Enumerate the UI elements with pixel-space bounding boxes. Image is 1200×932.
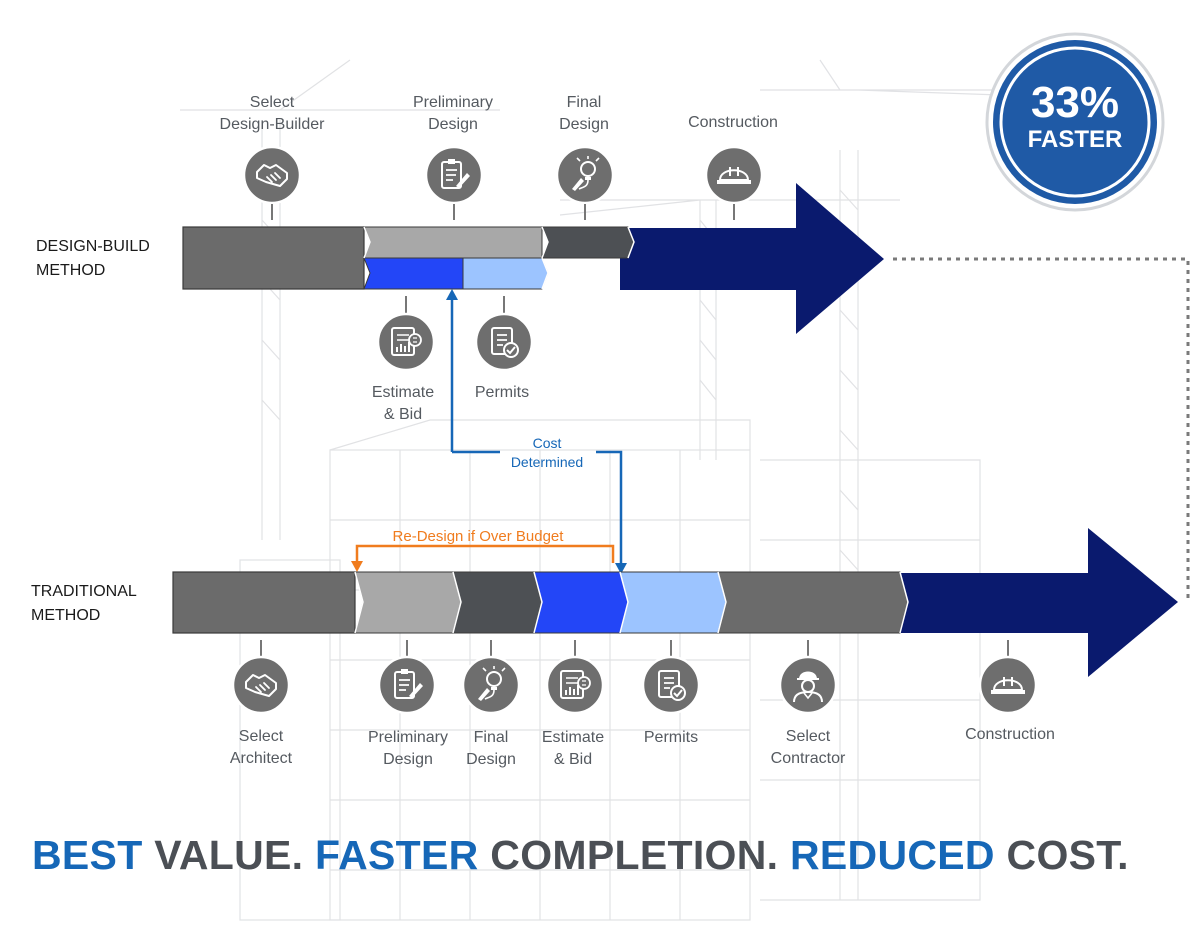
tr-bar-final-design [452,571,543,634]
db-bar-final-design [541,226,635,259]
permit-document-icon [474,312,534,372]
worker-icon [778,655,838,715]
db-bar-select-design-builder [182,226,365,290]
db-method-line-2: METHOD [36,262,105,279]
up-arrowhead-icon [446,289,458,300]
db-bar-estimate-bid [363,257,464,290]
tr-step-estimate-bid: Estimate& Bid [542,640,605,768]
tagline: BEST VALUE. FASTER COMPLETION. REDUCED C… [32,832,1129,879]
db-step-label: Construction [688,114,778,131]
db-bar-permits [462,257,549,290]
tr-step-label: Construction [965,726,1055,743]
hard-hat-icon [704,145,764,205]
traditional-construction-arrow [895,528,1178,677]
tr-bar-preliminary-design [354,571,462,634]
permit-document-icon [641,655,701,715]
tr-method-line-2: METHOD [31,607,100,624]
estimate-report-icon [545,655,605,715]
tagline-completion: COMPLETION. [490,832,790,878]
badge-percent: 33% [1031,78,1119,127]
tagline-value: VALUE. [154,832,316,878]
tr-step-permits: Permits [641,640,701,746]
traditional-method-label: TRADITIONAL METHOD [31,583,137,624]
down-arrowhead-icon [351,561,363,572]
tr-bar-permits [619,571,727,634]
tr-step-construction: Construction [965,640,1055,743]
design-build-method-label: DESIGN-BUILD METHOD [36,238,150,279]
design-build-construction-arrow [620,183,884,334]
tagline-reduced: REDUCED [790,832,1007,878]
tagline-best: BEST [32,832,155,878]
tr-step-label: Permits [644,729,698,746]
dotted-connector-line [893,257,1190,602]
redesign-loop: Re-Design if Over Budget [351,528,615,572]
faster-badge: 33% FASTER [985,32,1165,212]
db-step-label: Permits [475,384,529,401]
tr-bar-estimate-bid [533,571,629,634]
redesign-label: Re-Design if Over Budget [393,528,565,545]
db-step-label: Estimate& Bid [372,384,434,423]
estimate-report-icon [376,312,436,372]
db-method-line-1: DESIGN-BUILD [36,238,150,255]
db-bar-preliminary-design [363,226,543,259]
hard-hat-icon [978,655,1038,715]
tr-step-label: Estimate& Bid [542,729,604,768]
tr-bar-select-architect [172,571,356,634]
tr-method-line-1: TRADITIONAL [31,583,137,600]
down-arrowhead-icon [615,563,627,574]
tagline-cost: COST. [1006,832,1129,878]
db-step-permits: Permits [474,296,534,401]
badge-word: FASTER [1028,126,1123,153]
tr-bar-select-contractor [717,571,909,634]
db-step-estimate-bid: Estimate& Bid [372,296,436,423]
db-step-construction: Construction [688,114,778,220]
tagline-faster: FASTER [315,832,491,878]
